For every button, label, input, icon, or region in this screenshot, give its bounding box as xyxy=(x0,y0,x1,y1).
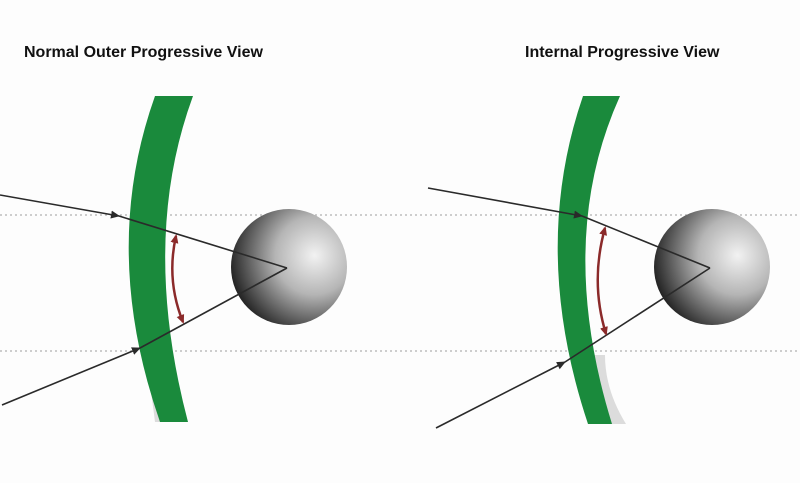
panel-internal xyxy=(427,96,770,429)
panel-normal-outer xyxy=(0,96,347,422)
ray-to-eye-lower xyxy=(564,267,711,363)
lens-shape xyxy=(557,96,620,424)
incoming-ray-upper xyxy=(427,187,583,219)
ray-to-eye-lower xyxy=(139,267,288,349)
eye-ball xyxy=(654,209,770,325)
ray-to-eye-upper xyxy=(118,215,288,269)
lens-shape xyxy=(128,96,193,422)
incoming-ray-lower xyxy=(1,347,141,406)
panel-title-internal: Internal Progressive View xyxy=(525,44,720,61)
incoming-ray-upper xyxy=(0,194,120,219)
incoming-ray-lower xyxy=(435,361,566,429)
eye-ball xyxy=(231,209,347,325)
viewing-angle-arrow xyxy=(596,226,608,336)
viewing-angle-arrow xyxy=(170,234,185,324)
ray-to-eye-upper xyxy=(581,215,711,269)
panel-title-normal-outer: Normal Outer Progressive View xyxy=(24,44,263,61)
